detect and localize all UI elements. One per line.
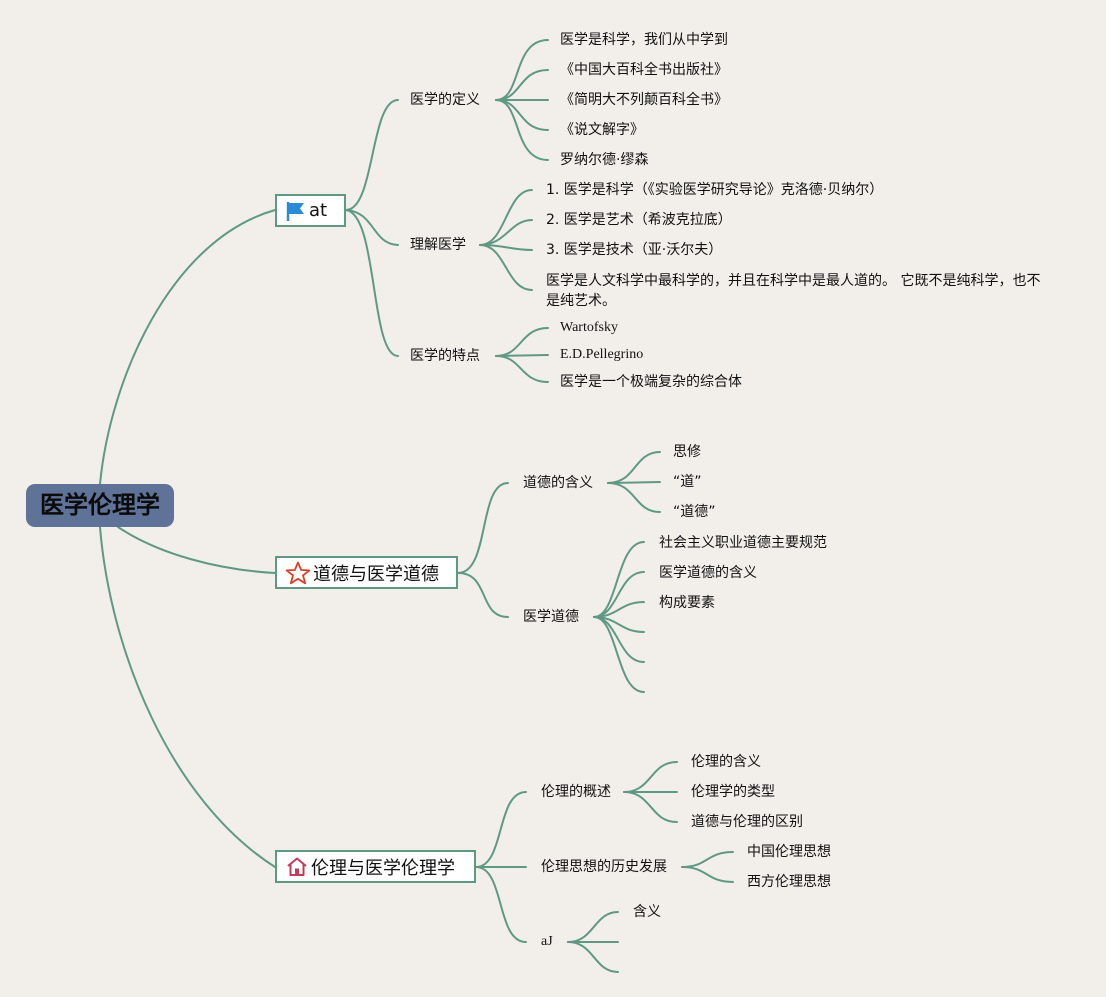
leaf-node[interactable]: 医学道德的含义: [659, 565, 757, 581]
sub-node-medical-morality[interactable]: 医学道德: [523, 609, 579, 625]
leaf-node[interactable]: “道”: [673, 474, 702, 490]
branch-label: at: [309, 200, 328, 221]
leaf-node[interactable]: 伦理学的类型: [691, 784, 775, 800]
branch-node-at[interactable]: at: [275, 194, 346, 227]
link-s00-l0: [495, 39, 549, 101]
leaf-node[interactable]: 医学是科学，我们从中学到: [560, 32, 728, 48]
leaf-node[interactable]: 西方伦理思想: [747, 874, 831, 890]
link-root-b2: [99, 526, 276, 868]
sub-node-medicine-features[interactable]: 医学的特点: [410, 348, 480, 364]
link-s10-l1: [607, 481, 661, 484]
branch-node-ethics[interactable]: 伦理与医学伦理学: [275, 850, 476, 883]
root-node[interactable]: 医学伦理学: [26, 484, 174, 527]
leaf-node[interactable]: 社会主义职业道德主要规范: [659, 535, 827, 551]
link-root-b1: [117, 526, 276, 574]
link-s20-l0: [623, 761, 678, 793]
link-b2-s0: [475, 791, 527, 868]
link-s01-l1: [479, 219, 533, 246]
leaf-node[interactable]: 道德与伦理的区别: [691, 814, 803, 830]
link-s02-l0: [495, 327, 549, 357]
branch-node-morality[interactable]: 道德与医学道德: [275, 556, 458, 589]
house-icon: [285, 856, 309, 878]
link-s02-l1: [495, 354, 549, 357]
link-s22-l2: [567, 941, 619, 973]
leaf-node[interactable]: 含义: [633, 904, 661, 920]
leaf-node[interactable]: 1. 医学是科学（《实验医学研究导论》克洛德·贝纳尔）: [546, 182, 884, 198]
leaf-node[interactable]: 2. 医学是艺术（希波克拉底）: [546, 212, 732, 228]
leaf-node[interactable]: 医学是人文科学中最科学的，并且在科学中是最人道的。 它既不是纯科学，也不是纯艺术…: [546, 273, 1041, 309]
sub-node-ethics-overview[interactable]: 伦理的概述: [541, 784, 611, 800]
link-b1-s0: [457, 482, 509, 574]
link-b1-s1: [457, 572, 509, 618]
leaf-node[interactable]: E.D.Pellegrino: [560, 347, 644, 362]
link-s01-l0: [479, 189, 533, 246]
leaf-node[interactable]: Wartofsky: [560, 320, 618, 335]
star-icon: [285, 561, 311, 585]
link-s21-l1: [681, 866, 734, 883]
link-b0-s2: [345, 209, 399, 357]
link-s10-l2: [607, 482, 661, 513]
leaf-node[interactable]: “道德”: [673, 504, 716, 520]
branch-label: 道德与医学道德: [313, 563, 439, 585]
link-s00-l4: [495, 99, 549, 161]
link-b0-s1: [345, 209, 399, 246]
leaf-node[interactable]: 医学是一个极端复杂的综合体: [560, 374, 742, 390]
link-s20-l2: [623, 791, 678, 823]
link-s10-l0: [607, 451, 661, 484]
link-s11-l0: [593, 541, 645, 618]
link-b0-s0: [345, 99, 399, 211]
branch-label: 伦理与医学伦理学: [311, 857, 455, 879]
link-s11-l5: [593, 616, 645, 693]
flag-icon: [285, 200, 307, 222]
link-s00-l1: [495, 69, 549, 101]
link-s02-l2: [495, 355, 549, 383]
leaf-node[interactable]: 《说文解字》: [560, 122, 644, 138]
leaf-node[interactable]: 伦理的含义: [691, 754, 761, 770]
leaf-node[interactable]: 3. 医学是技术（亚·沃尔夫）: [546, 242, 723, 258]
sub-node-morality-meaning[interactable]: 道德的含义: [523, 475, 593, 491]
leaf-node[interactable]: 《中国大百科全书出版社》: [560, 62, 728, 78]
sub-node-ethics-history[interactable]: 伦理思想的历史发展: [541, 859, 667, 875]
sub-node-understanding-medicine[interactable]: 理解医学: [410, 237, 466, 253]
link-s01-l3: [479, 244, 533, 291]
leaf-node[interactable]: 中国伦理思想: [747, 844, 831, 860]
leaf-node[interactable]: 《简明大不列颠百科全书》: [560, 92, 728, 108]
sub-node-aj[interactable]: aJ: [541, 934, 553, 949]
link-s22-l0: [567, 911, 619, 943]
link-root-b0: [99, 209, 276, 485]
leaf-node[interactable]: 思修: [673, 444, 701, 460]
link-s00-l3: [495, 99, 549, 131]
link-b2-s2: [475, 866, 527, 943]
sub-node-medicine-definition[interactable]: 医学的定义: [410, 92, 480, 108]
leaf-node[interactable]: 罗纳尔德·缪森: [560, 152, 649, 168]
link-s21-l0: [681, 851, 734, 868]
leaf-node[interactable]: 构成要素: [659, 595, 715, 611]
